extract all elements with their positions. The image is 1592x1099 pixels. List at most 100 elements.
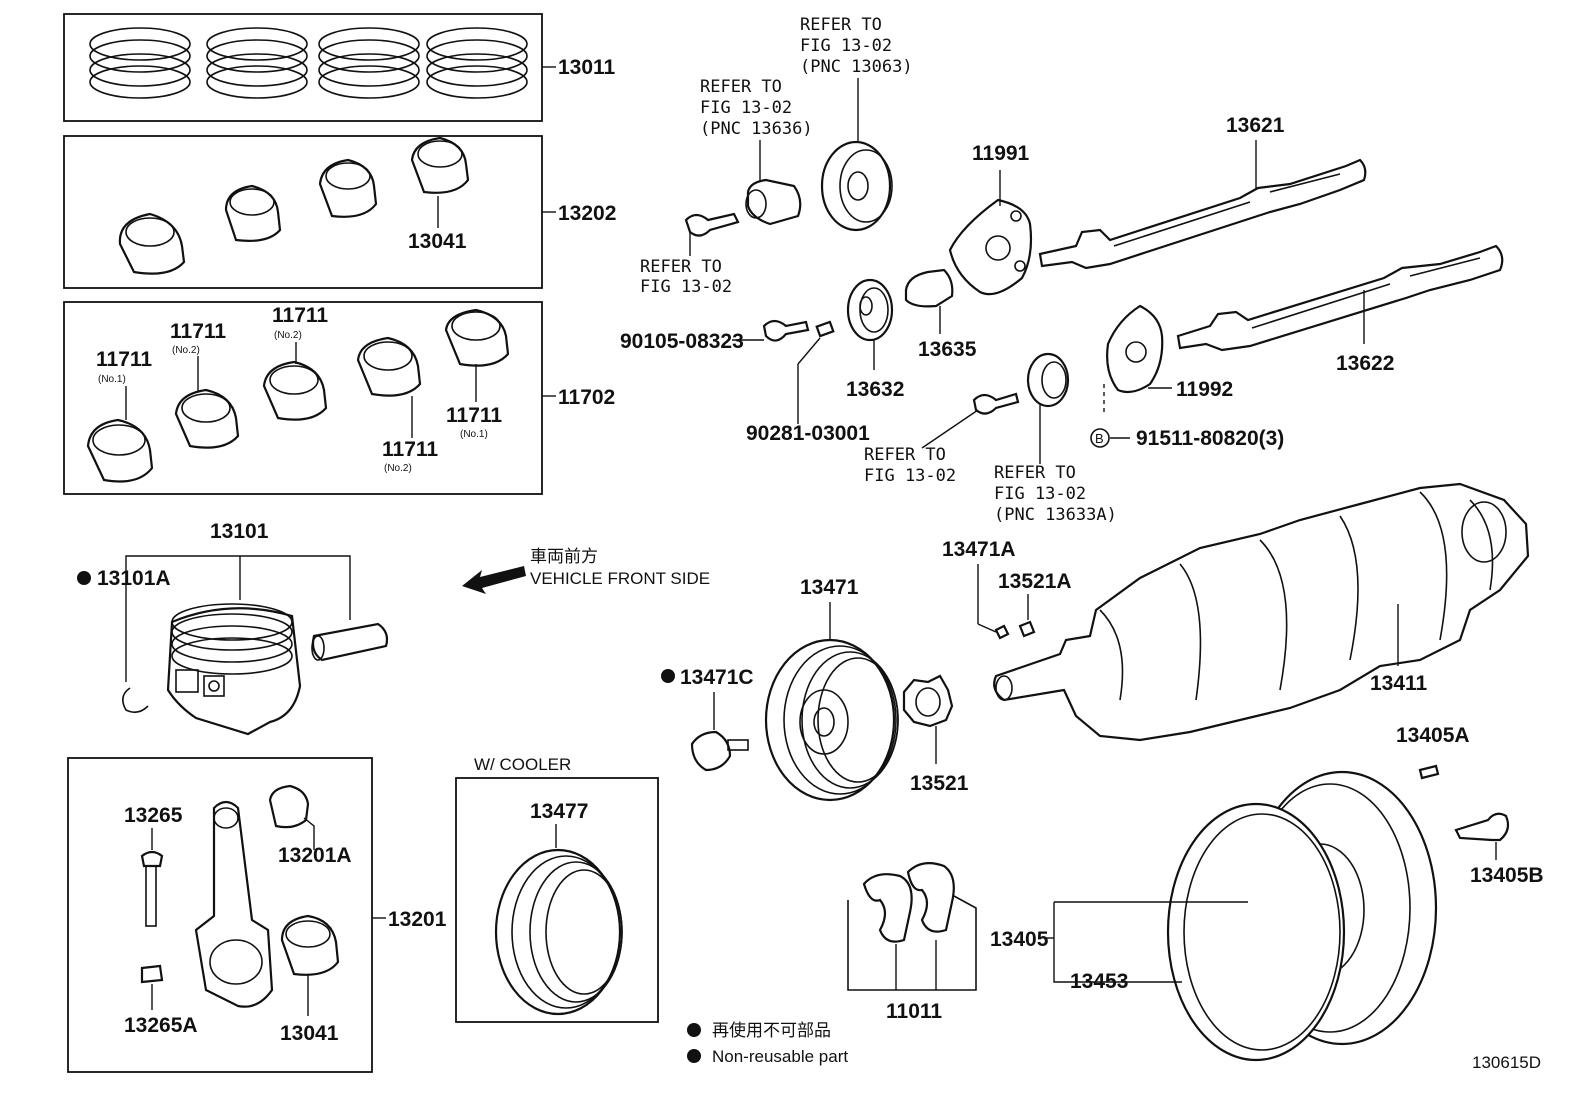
- label-13521: 13521: [910, 772, 969, 795]
- ref5-line3: (PNC 13633A): [994, 505, 1117, 525]
- ref2-line2: FIG 13-02: [700, 98, 792, 118]
- ref5-line2: FIG 13-02: [994, 484, 1086, 504]
- bushing-icon: [268, 784, 310, 829]
- label-11702: 11702: [558, 386, 615, 409]
- label-13101A: 13101A: [97, 567, 171, 590]
- figure-code: 130615D: [1472, 1053, 1541, 1072]
- thrust-washer-a-icon: [862, 873, 913, 943]
- thrust-washer-group: 11011: [847, 861, 977, 1023]
- conrod-bearing-set-box: 13041 13202: [63, 135, 616, 289]
- label-13521A: 13521A: [998, 570, 1072, 593]
- refer-bolt-icon: [684, 212, 740, 237]
- key-13521A-icon: [1018, 620, 1036, 638]
- crankshaft-group: 13471A 13521A 13411: [942, 482, 1530, 742]
- label-13201A: 13201A: [278, 844, 352, 867]
- cooler-pulley-box: W/ COOLER 13477: [455, 755, 659, 1023]
- label-13471C: 13471C: [680, 666, 754, 689]
- label-13622: 13622: [1336, 352, 1394, 375]
- label-13453: 13453: [1070, 970, 1128, 993]
- ref3-line2: FIG 13-02: [640, 277, 732, 297]
- sublabel-no2-c: (No.2): [384, 463, 412, 474]
- flywheel-group: 13405A 13405B 13405 13453: [990, 724, 1544, 1062]
- label-13405: 13405: [990, 928, 1049, 951]
- label-11711-no1-right: 11711: [446, 404, 502, 427]
- sublabel-no1-right: (No.1): [460, 429, 488, 440]
- timing-gear-icon: [820, 140, 892, 232]
- bearing-shells-row1: [118, 136, 470, 275]
- label-13101: 13101: [210, 520, 269, 543]
- ref1-line3: (PNC 13063): [800, 57, 913, 77]
- label-11711-no2-b: 11711: [272, 304, 328, 327]
- conrod-nut-icon: [140, 964, 164, 984]
- label-13471: 13471: [800, 576, 859, 599]
- label-13265: 13265: [124, 804, 183, 827]
- crank-pulley-group: 13471 13471C 13521: [661, 576, 969, 802]
- sublabel-no2-b: (No.2): [274, 330, 302, 341]
- label-11711-no2-c: 11711: [382, 438, 438, 461]
- cam-plate-11992-icon: [1106, 304, 1164, 394]
- legend-jp: 再使用不可部品: [712, 1020, 831, 1040]
- label-13041-bottom: 13041: [280, 1022, 339, 1045]
- snap-ring-icon: [122, 687, 149, 714]
- label-13471A: 13471A: [942, 538, 1016, 561]
- label-90281: 90281-03001: [746, 422, 870, 445]
- label-13265A: 13265A: [124, 1014, 198, 1037]
- label-13621: 13621: [1226, 114, 1285, 137]
- label-13411: 13411: [1370, 672, 1428, 695]
- piston-ring-group: [89, 27, 528, 99]
- camshaft-13622-icon: [1176, 244, 1504, 352]
- label-11011: 11011: [886, 1000, 942, 1023]
- piston-assembly: 13101 13101A: [77, 520, 389, 736]
- cam-gear-13632-icon: [846, 278, 894, 342]
- refer-bolt-2-icon: [972, 392, 1020, 415]
- non-reusable-dot-13471C: [661, 669, 675, 683]
- ref2-line1: REFER TO: [700, 77, 782, 97]
- connecting-rod-icon: [194, 800, 274, 1008]
- pin-13405A-icon: [1418, 764, 1440, 780]
- piston-ring-set-box: 13011: [63, 13, 616, 122]
- ref1-line1: REFER TO: [800, 15, 882, 35]
- ref3-line1: REFER TO: [640, 257, 722, 277]
- piston-icon: [166, 607, 302, 736]
- pin-90281-icon: [815, 320, 835, 338]
- cam-drive-group: REFER TO FIG 13-02 (PNC 13063) REFER TO …: [620, 15, 1504, 525]
- ref4-line2: FIG 13-02: [864, 466, 956, 486]
- legend-dot-jp: [687, 1023, 701, 1037]
- conrod-bearing-icon: [280, 914, 340, 976]
- ref2-line3: (PNC 13636): [700, 119, 813, 139]
- ring-gear-13453-icon: [1166, 802, 1346, 1062]
- label-13011: 13011: [558, 56, 616, 79]
- piston-pin-icon: [311, 622, 389, 662]
- ref1-line2: FIG 13-02: [800, 36, 892, 56]
- label-13201: 13201: [388, 908, 447, 931]
- legend-en: Non-reusable part: [712, 1047, 848, 1066]
- sublabel-no1-left: (No.1): [98, 374, 126, 385]
- cooler-title: W/ COOLER: [474, 755, 571, 774]
- front-arrow-icon: [462, 566, 526, 594]
- label-13041-top: 13041: [408, 230, 467, 253]
- label-13405B: 13405B: [1470, 864, 1544, 887]
- b-marker: [1090, 428, 1110, 448]
- label-13202: 13202: [558, 202, 616, 225]
- crank-pulley-icon: [764, 638, 896, 802]
- legend: 再使用不可部品 Non-reusable part 130615D: [687, 1020, 1541, 1072]
- non-reusable-dot: [77, 571, 91, 585]
- label-13477: 13477: [530, 800, 588, 823]
- sublabel-no2-a: (No.2): [172, 345, 200, 356]
- front-label-en: VEHICLE FRONT SIDE: [530, 569, 710, 588]
- label-91511: 91511-80820(3): [1136, 427, 1284, 450]
- label-13632: 13632: [846, 378, 904, 401]
- legend-dot-en: [687, 1049, 701, 1063]
- b-marker-text: B: [1095, 431, 1104, 446]
- main-bearing-set-box: 11711 (No.1) 11711 (No.2) 11711 (No.2) 1…: [63, 301, 615, 495]
- thrust-washer-b-icon: [906, 861, 955, 933]
- collar-13635-icon: [904, 268, 954, 308]
- bolt-90105-icon: [762, 319, 810, 342]
- ref5-line1: REFER TO: [994, 463, 1076, 483]
- label-11711-no2-a: 11711: [170, 320, 226, 343]
- timing-sprocket-13521-icon: [902, 674, 954, 728]
- label-11992: 11992: [1176, 378, 1233, 401]
- front-label-jp: 車両前方: [530, 547, 598, 566]
